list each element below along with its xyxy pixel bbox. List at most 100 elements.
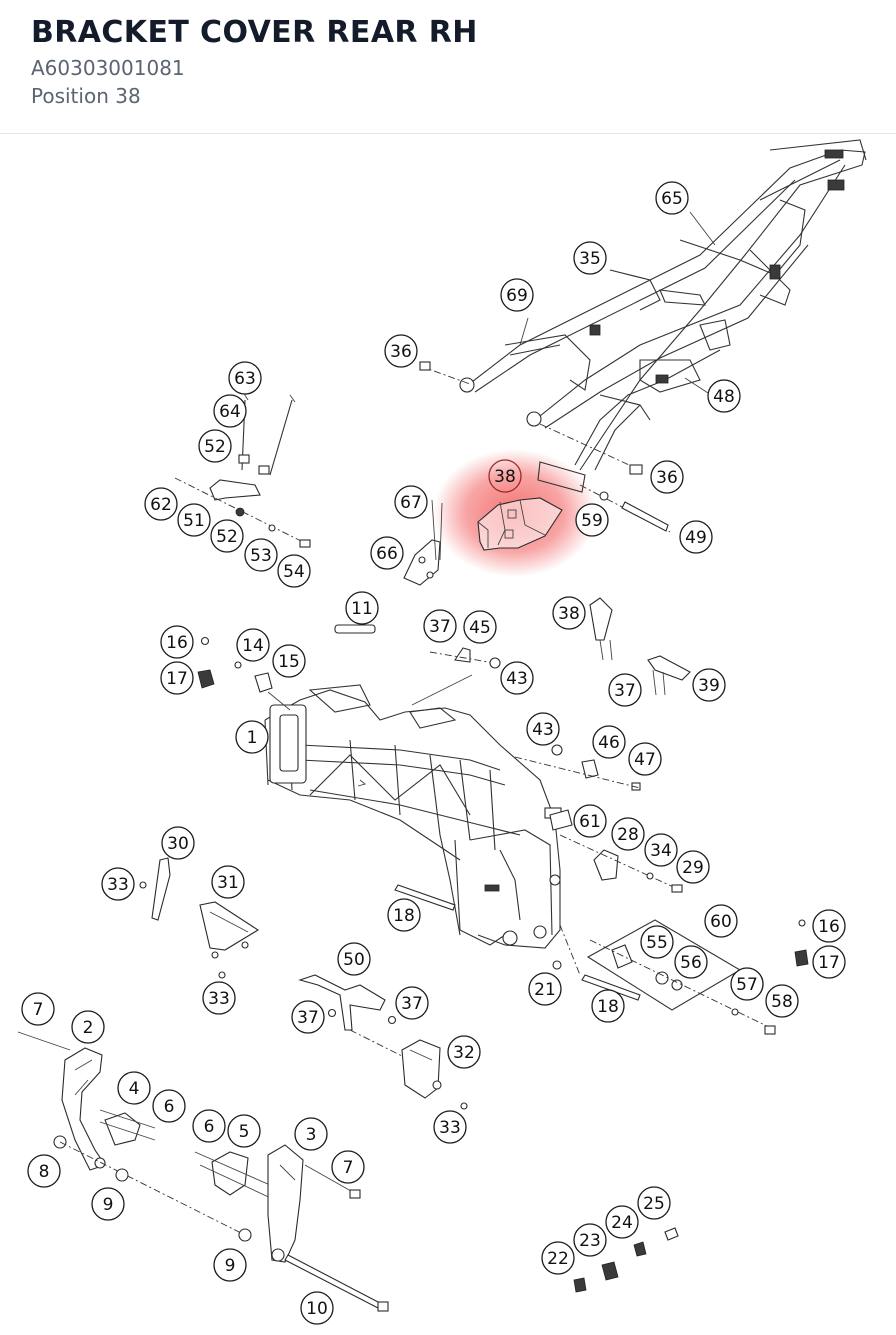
callout-38[interactable]: 38 bbox=[488, 459, 522, 493]
callout-56[interactable]: 56 bbox=[674, 945, 708, 979]
rod-18-lower bbox=[581, 974, 641, 1001]
callout-32[interactable]: 32 bbox=[447, 1035, 481, 1069]
callout-number: 37 bbox=[401, 994, 423, 1014]
callout-50[interactable]: 50 bbox=[337, 942, 371, 976]
callout-14[interactable]: 14 bbox=[236, 628, 270, 662]
callout-2[interactable]: 2 bbox=[71, 1010, 105, 1044]
callout-48[interactable]: 48 bbox=[707, 379, 741, 413]
callout-57[interactable]: 57 bbox=[730, 967, 764, 1001]
callout-33[interactable]: 33 bbox=[202, 981, 236, 1015]
callout-circle bbox=[528, 972, 562, 1006]
callout-circle bbox=[573, 241, 607, 275]
callout-67[interactable]: 67 bbox=[394, 485, 428, 519]
callout-number: 16 bbox=[166, 633, 188, 653]
callout-9[interactable]: 9 bbox=[213, 1248, 247, 1282]
part-31 bbox=[199, 901, 260, 979]
callout-39[interactable]: 39 bbox=[692, 668, 726, 702]
callout-circle bbox=[294, 1117, 328, 1151]
callout-circle bbox=[277, 554, 311, 588]
callout-62[interactable]: 62 bbox=[144, 487, 178, 521]
callout-31[interactable]: 31 bbox=[211, 865, 245, 899]
callout-9[interactable]: 9 bbox=[91, 1187, 125, 1221]
callout-number: 32 bbox=[453, 1043, 475, 1063]
callout-circle bbox=[210, 519, 244, 553]
callout-18[interactable]: 18 bbox=[591, 989, 625, 1023]
callout-46[interactable]: 46 bbox=[592, 725, 626, 759]
callout-60[interactable]: 60 bbox=[704, 904, 738, 938]
callout-43[interactable]: 43 bbox=[526, 712, 560, 746]
callout-24[interactable]: 24 bbox=[605, 1205, 639, 1239]
callout-16[interactable]: 16 bbox=[812, 909, 846, 943]
callout-29[interactable]: 29 bbox=[676, 850, 710, 884]
callout-6[interactable]: 6 bbox=[152, 1089, 186, 1123]
callout-number: 52 bbox=[204, 437, 226, 457]
callout-circle bbox=[198, 429, 232, 463]
callout-61[interactable]: 61 bbox=[573, 804, 607, 838]
callout-52[interactable]: 52 bbox=[198, 429, 232, 463]
callout-4[interactable]: 4 bbox=[117, 1071, 151, 1105]
callout-55[interactable]: 55 bbox=[640, 925, 674, 959]
callout-58[interactable]: 58 bbox=[765, 984, 799, 1018]
callout-69[interactable]: 69 bbox=[500, 278, 534, 312]
callout-54[interactable]: 54 bbox=[277, 554, 311, 588]
callout-circle bbox=[21, 992, 55, 1026]
callout-7[interactable]: 7 bbox=[21, 992, 55, 1026]
callout-36[interactable]: 36 bbox=[384, 334, 418, 368]
callout-59[interactable]: 59 bbox=[575, 503, 609, 537]
callout-47[interactable]: 47 bbox=[628, 742, 662, 776]
callout-17[interactable]: 17 bbox=[812, 945, 846, 979]
callout-65[interactable]: 65 bbox=[655, 181, 689, 215]
callout-number: 36 bbox=[656, 468, 678, 488]
callout-34[interactable]: 34 bbox=[644, 833, 678, 867]
callout-number: 21 bbox=[534, 980, 556, 1000]
callout-33[interactable]: 33 bbox=[433, 1110, 467, 1144]
callout-37[interactable]: 37 bbox=[291, 1000, 325, 1034]
callout-53[interactable]: 53 bbox=[244, 538, 278, 572]
callout-30[interactable]: 30 bbox=[161, 826, 195, 860]
callout-3[interactable]: 3 bbox=[294, 1117, 328, 1151]
callout-64[interactable]: 64 bbox=[213, 394, 247, 428]
callout-38[interactable]: 38 bbox=[552, 596, 586, 630]
rod-18-upper bbox=[394, 884, 456, 911]
callout-circle bbox=[227, 1114, 261, 1148]
mount-28 bbox=[559, 834, 683, 893]
callout-52[interactable]: 52 bbox=[210, 519, 244, 553]
callout-17[interactable]: 17 bbox=[160, 661, 194, 695]
callout-49[interactable]: 49 bbox=[679, 520, 713, 554]
callout-43[interactable]: 43 bbox=[500, 661, 534, 695]
callout-45[interactable]: 45 bbox=[463, 610, 497, 644]
callout-66[interactable]: 66 bbox=[370, 536, 404, 570]
callout-33[interactable]: 33 bbox=[101, 867, 135, 901]
callout-7[interactable]: 7 bbox=[331, 1150, 365, 1184]
callout-1[interactable]: 1 bbox=[235, 720, 269, 754]
callout-22[interactable]: 22 bbox=[541, 1241, 575, 1275]
callout-23[interactable]: 23 bbox=[573, 1223, 607, 1257]
callout-36[interactable]: 36 bbox=[650, 460, 684, 494]
callout-number: 18 bbox=[393, 906, 415, 926]
callout-37[interactable]: 37 bbox=[608, 673, 642, 707]
callout-8[interactable]: 8 bbox=[27, 1154, 61, 1188]
callout-circle bbox=[704, 904, 738, 938]
callout-circle bbox=[730, 967, 764, 1001]
callout-25[interactable]: 25 bbox=[637, 1186, 671, 1220]
callout-63[interactable]: 63 bbox=[228, 361, 262, 395]
callout-35[interactable]: 35 bbox=[573, 241, 607, 275]
callout-circle bbox=[394, 485, 428, 519]
callout-number: 37 bbox=[614, 681, 636, 701]
callout-51[interactable]: 51 bbox=[177, 503, 211, 537]
callout-number: 59 bbox=[581, 511, 603, 531]
callout-16[interactable]: 16 bbox=[160, 625, 194, 659]
callout-6[interactable]: 6 bbox=[192, 1109, 226, 1143]
callout-number: 14 bbox=[242, 636, 264, 656]
callout-number: 53 bbox=[250, 546, 272, 566]
callout-10[interactable]: 10 bbox=[300, 1291, 334, 1325]
callout-5[interactable]: 5 bbox=[227, 1114, 261, 1148]
callout-37[interactable]: 37 bbox=[395, 986, 429, 1020]
callout-number: 16 bbox=[818, 917, 840, 937]
callout-18[interactable]: 18 bbox=[387, 898, 421, 932]
callout-37[interactable]: 37 bbox=[423, 609, 457, 643]
callout-15[interactable]: 15 bbox=[272, 644, 306, 678]
callout-21[interactable]: 21 bbox=[528, 972, 562, 1006]
callout-11[interactable]: 11 bbox=[345, 591, 379, 625]
callout-28[interactable]: 28 bbox=[611, 817, 645, 851]
